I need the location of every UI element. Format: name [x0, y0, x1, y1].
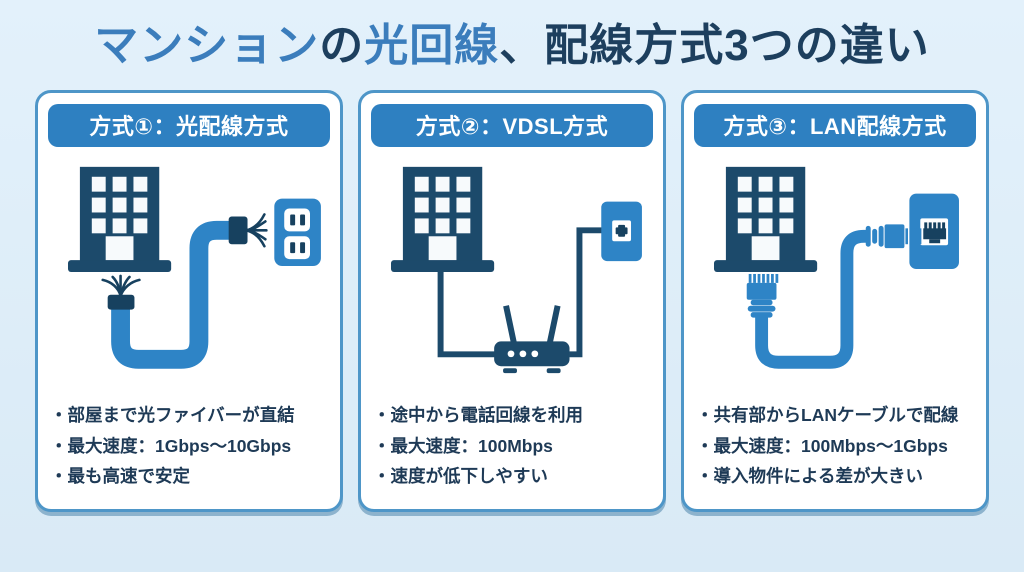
title-segment: 光回線 — [364, 21, 500, 70]
card-3-header-badge: 方式③：LAN配線方式 — [694, 103, 976, 147]
bullet-item: ・速度が低下しやすい — [373, 466, 548, 487]
building-icon — [67, 166, 172, 272]
lan-cable — [746, 224, 922, 369]
optical-outlet-icon — [274, 198, 321, 266]
fiber-wiring-illustration — [67, 166, 321, 369]
building-icon — [713, 166, 818, 272]
bullet-item: ・導入物件による差が大きい — [696, 466, 923, 487]
phone-jack-icon — [601, 201, 642, 261]
bullet-item: ・途中から電話回線を利用 — [373, 404, 583, 425]
building-icon — [390, 166, 495, 272]
bullet-item: ・共有部からLANケーブルで配線 — [696, 404, 959, 425]
page-title: マンションの光回線、配線方式3つの違い — [0, 20, 1024, 73]
bullet-item: ・部屋まで光ファイバーが直結 — [50, 404, 295, 425]
optical-fiber-cable — [101, 212, 268, 369]
card-1-header-badge: 方式①：光配線方式 — [48, 103, 330, 147]
card-2-bullet-list: ・途中から電話回線を利用 ・最大速度：100Mbps ・速度が低下しやすい — [361, 392, 663, 492]
bullet-item: ・最大速度：1Gbps～10Gbps — [50, 435, 292, 456]
bullet-item: ・最も高速で安定 — [50, 466, 190, 487]
infographic-page: マンションの光回線、配線方式3つの違い 方式①：光配線方式 — [0, 20, 1024, 512]
bullet-item: ・最大速度：100Mbps～1Gbps — [696, 435, 948, 456]
title-segment: の — [319, 21, 365, 70]
card-vdsl-wiring: 方式②：VDSL方式 — [358, 89, 666, 512]
rj45-connector-up — [746, 273, 779, 318]
telephone-line — [437, 227, 603, 358]
bullet-item: ・最大速度：100Mbps — [373, 435, 553, 456]
rj45-connector-right — [865, 224, 922, 248]
method-cards: 方式①：光配線方式 — [0, 89, 1024, 512]
frayed-fiber-strands — [101, 212, 268, 297]
card-3-bullet-list: ・共有部からLANケーブルで配線 ・最大速度：100Mbps～1Gbps ・導入… — [684, 392, 986, 492]
lan-wiring-illustration — [713, 166, 959, 369]
vdsl-wiring-illustration — [390, 166, 642, 373]
card-1-bullet-list: ・部屋まで光ファイバーが直結 ・最大速度：1Gbps～10Gbps ・最も高速で… — [38, 392, 340, 492]
card-2-header-badge: 方式②：VDSL方式 — [371, 103, 653, 147]
card-optical-wiring: 方式①：光配線方式 — [35, 89, 343, 512]
card-lan-wiring: 方式③：LAN配線方式 — [681, 89, 989, 512]
title-segment: 、配線方式3つの違い — [499, 21, 930, 70]
title-segment: マンション — [94, 21, 320, 70]
lan-port-icon — [909, 193, 959, 269]
router-icon — [494, 304, 570, 373]
